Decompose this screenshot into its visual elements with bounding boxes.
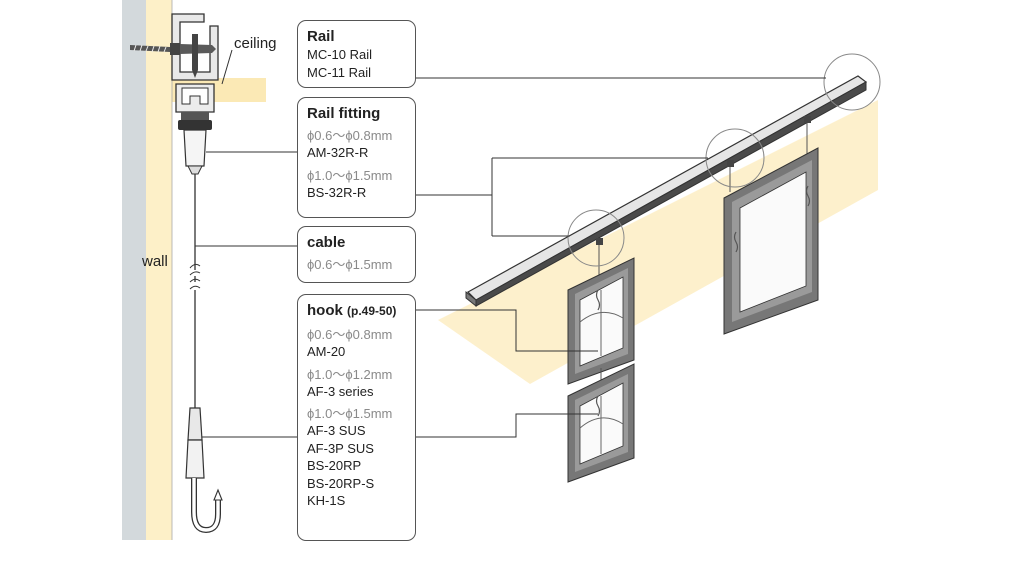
hook-item: BS-20RP-S <box>307 475 375 491</box>
wall-label: wall <box>142 253 168 270</box>
rail-fitting-item: BS-32R-R <box>307 184 367 200</box>
rail-callout: Rail MC-10 Rail MC-11 Rail <box>297 20 416 88</box>
ceiling-channel-bracket <box>171 13 219 81</box>
detail-circle-rail-end <box>823 53 881 111</box>
hook-item: BS-20RP <box>307 458 362 473</box>
rail-fitting-spec: ϕ0.6～ϕ0.8mm <box>307 128 393 143</box>
cable-callout: cable ϕ0.6～ϕ1.5mm <box>297 226 416 283</box>
rail-item: MC-10 Rail <box>307 47 373 62</box>
wall-section-cream <box>146 0 172 540</box>
cable-spec: ϕ0.6～ϕ1.5mm <box>307 257 393 272</box>
hook-item: KH-1S <box>307 493 346 508</box>
hook-title: hook (p.49-50) <box>307 301 406 321</box>
hook-item: AF-3 series <box>307 383 374 399</box>
detail-circle-fitting-left <box>567 209 625 267</box>
upper-small-frame <box>567 257 635 385</box>
large-picture-frame <box>723 147 819 335</box>
rail-fitting-spec: ϕ1.0～ϕ1.5mm <box>307 167 393 183</box>
rail-item: MC-11 Rail <box>307 64 372 80</box>
cable-title: cable <box>307 234 346 251</box>
hook-item: AF-3 SUS <box>307 423 366 438</box>
rail-fitting-item: AM-32R-R <box>307 145 369 160</box>
wall-section-grey <box>122 0 146 540</box>
hook-page-ref: (p.49-50) <box>347 304 397 318</box>
hook-item: AF-3P SUS <box>307 440 374 456</box>
hook-icon <box>185 407 223 534</box>
hook-callout: hook (p.49-50) ϕ0.6～ϕ0.8mm AM-20 ϕ1.0～ϕ1… <box>297 294 416 541</box>
wall-perspective-panel <box>438 100 878 384</box>
hook-item: AM-20 <box>307 344 346 359</box>
leader-lines <box>195 49 826 438</box>
ceiling-label: ceiling <box>234 35 277 52</box>
hook-title-text: hook <box>307 302 343 319</box>
rail-fitting-callout: Rail fitting ϕ0.6～ϕ0.8mm AM-32R-R ϕ1.0～ϕ… <box>297 97 416 218</box>
lower-small-frame <box>567 363 635 483</box>
wood-screw-icon <box>192 34 198 78</box>
hook-spec: ϕ1.0～ϕ1.2mm <box>307 366 393 382</box>
hook-spec: ϕ1.0～ϕ1.5mm <box>307 406 393 421</box>
rail-title: Rail <box>307 28 335 45</box>
hook-spec: ϕ0.6～ϕ0.8mm <box>307 327 393 342</box>
rail-fitting-icon <box>178 112 212 175</box>
rail-fitting-title: Rail fitting <box>307 105 381 122</box>
